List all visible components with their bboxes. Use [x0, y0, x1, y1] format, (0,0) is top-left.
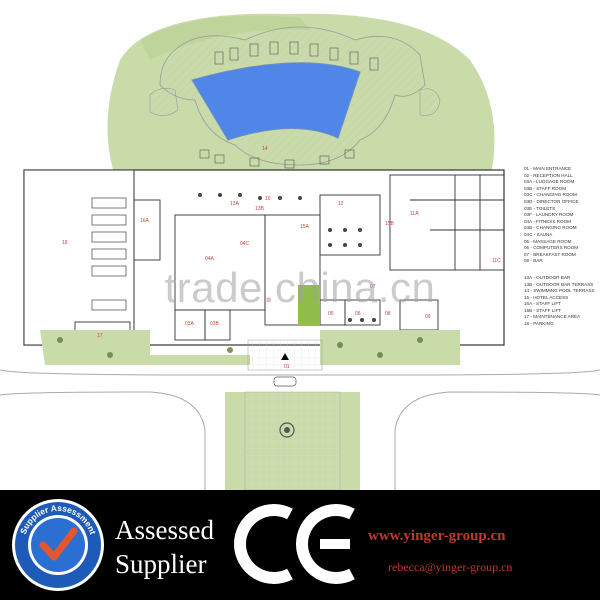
floor-plan: 14 12 13B 13A 15A 15B 10 11A 11C 16A 18 … — [0, 13, 600, 490]
room-label: 12 — [338, 201, 344, 207]
swimming-pool — [191, 62, 361, 141]
room-label: 16A — [140, 218, 150, 224]
assessed-line: Assessed — [115, 515, 214, 545]
legend-item: 06 - COMPUTERS ROOM — [524, 245, 579, 251]
legend-item: 18 - PARKING — [524, 321, 554, 327]
legend-item: 07 - BREAKFAST ROOM — [524, 251, 576, 257]
room-label: 14 — [262, 146, 268, 152]
room-label: 11C — [492, 258, 501, 264]
checkmark-icon — [39, 527, 78, 561]
company-email-link[interactable]: rebecca@yinger-group.cn — [388, 560, 513, 574]
room-label: 10 — [265, 196, 271, 202]
room-12 — [319, 194, 381, 256]
legend-item: 03A - LUGGAGE ROOM — [524, 179, 575, 185]
legend-item: 17 - MAINTENANCE AREA — [524, 314, 581, 320]
room-label: 07 — [370, 284, 376, 290]
room-label: 04C — [240, 241, 250, 247]
room-label: 08 — [385, 311, 391, 317]
watermark-prefix: trade — [164, 264, 263, 311]
room-16a — [133, 199, 161, 261]
ce-mark-icon: CE — [234, 504, 355, 584]
room-label: 01 — [284, 364, 290, 370]
entrance-marker — [281, 353, 289, 360]
parked-cars — [91, 197, 127, 311]
room-label: 13B — [255, 206, 265, 212]
front-lawn-right — [320, 330, 460, 365]
legend-item: 16A - STAFF LIFT — [524, 301, 561, 307]
room-label: 15A — [300, 224, 310, 230]
legend-item: 13B - OUTDOOR BAR TERRASS — [524, 281, 594, 287]
legend-item: 08 - BAR — [524, 258, 543, 264]
assessed-supplier-title: Assessed Supplier — [115, 513, 214, 581]
legend-item: 03F - LAUNDRY ROOM — [524, 212, 574, 218]
driveway-paving — [244, 391, 341, 490]
room-labels: 14 12 13B 13A 15A 15B 10 11A 11C 16A 18 … — [62, 146, 501, 370]
watermark-suffix: china.cn — [274, 264, 436, 311]
legend-item: 03D - DIRECTOR OFFICE — [524, 198, 579, 204]
legend-item: 03B - STAFF ROOM — [524, 185, 567, 191]
room-06 — [344, 299, 381, 326]
access-road — [0, 369, 600, 376]
room-label: 03B — [210, 321, 220, 327]
courtyard — [298, 285, 320, 325]
supplier-line: Supplier — [115, 549, 207, 579]
supplier-assessment-badge: Supplier Assessment — [12, 499, 104, 591]
legend-item: 04B - CHANGING ROOM — [524, 225, 577, 231]
watermark-dot: . — [262, 264, 275, 311]
room-label: 04A — [205, 256, 215, 262]
legend-item: 02 - RECEPTION HALL — [524, 172, 573, 178]
room-label: 17 — [97, 333, 103, 339]
legend-item: 15 - HOTEL ACCESS — [524, 294, 569, 300]
room-label: 11A — [410, 211, 419, 217]
watermark: trade.china.cn — [150, 264, 450, 312]
room-label: 06 — [355, 311, 361, 317]
parked-car-front — [273, 376, 297, 387]
company-url-link[interactable]: www.yinger-group.cn — [368, 528, 506, 544]
sun-loungers — [199, 41, 379, 169]
legend-item: 03C - CHANGING ROOM — [524, 192, 577, 198]
front-lawn-left — [40, 330, 250, 365]
room-03b — [204, 309, 231, 341]
fountain — [279, 422, 295, 438]
room-label: 09 — [425, 314, 431, 320]
room-label: 05 — [328, 311, 334, 317]
room-label: 18 — [62, 240, 68, 246]
furniture — [198, 193, 376, 322]
legend-item: 14 - SWIMMING POOL TERRASS — [524, 288, 595, 294]
legend-item: 13A - OUTDOOR BAR — [524, 274, 571, 280]
legend-item: 16B - STAFF LIFT — [524, 307, 562, 313]
room-lobby — [264, 214, 321, 326]
legend-item: 03E - TOILETS — [524, 205, 556, 211]
legend-item: 04A - FITNESS ROOM — [524, 218, 571, 224]
room-11a — [389, 174, 505, 271]
legend-item: 05 - MASSAGE ROOM — [524, 238, 572, 244]
room-label: 15B — [385, 221, 395, 227]
legend-item: 04C - SAUNA — [524, 231, 553, 237]
legend-item: 01 - MAIN ENTRANCE — [524, 166, 572, 171]
room-label: 03A — [185, 321, 195, 327]
room-label: 13A — [230, 201, 240, 207]
